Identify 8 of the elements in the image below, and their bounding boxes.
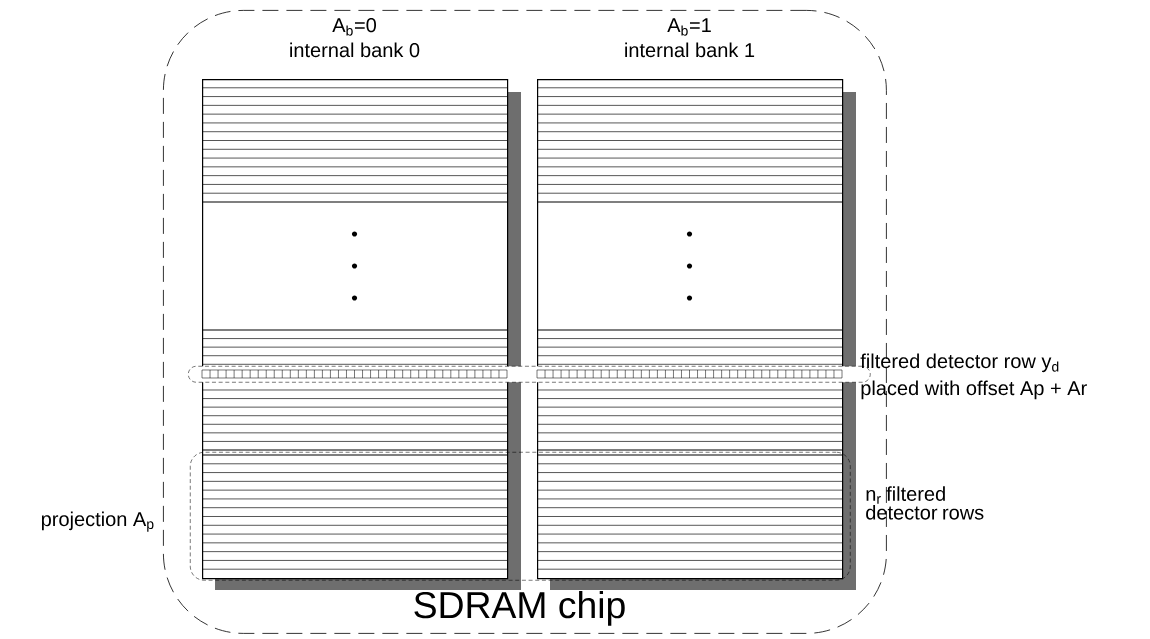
side-label: filtered detector row y$_{d}$	[860, 353, 1059, 373]
bank-label: internal bank 0	[290, 42, 420, 58]
side-label: projection A$_{p}$	[41, 511, 154, 532]
bank-label: A$_{b}$=0	[332, 18, 376, 36]
bank-label: internal bank 1	[625, 42, 755, 58]
bank-label: A$_{b}$=1	[667, 18, 711, 36]
side-label: placed with offset Ap + Ar	[861, 380, 1087, 400]
chip-label: SDRAM chip	[414, 590, 625, 626]
